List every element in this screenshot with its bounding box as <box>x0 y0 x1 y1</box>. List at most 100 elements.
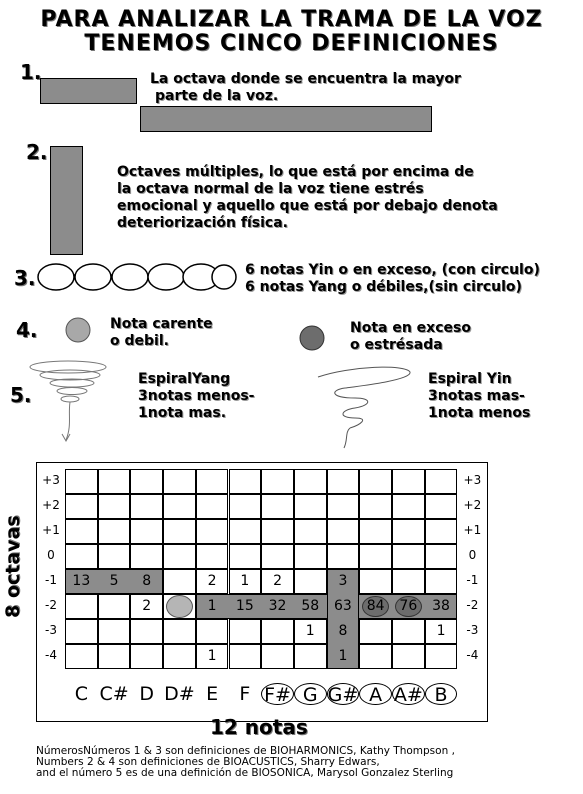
yin-spiral-text-line-2: 3notas mas- <box>428 388 525 404</box>
grid-cell <box>359 544 392 569</box>
weak-note-text-line-1: Nota carente <box>110 316 213 332</box>
grid-cell <box>392 644 425 669</box>
grid-cell <box>392 569 425 594</box>
yin-spiral-icon <box>317 366 411 449</box>
grid-cell <box>424 569 458 594</box>
grid-cell <box>97 469 131 494</box>
octave-label-right: +3 <box>463 473 482 487</box>
yang-spiral-text-line-1: EspiralYang <box>138 371 231 387</box>
grid-cell <box>65 619 98 644</box>
grid-cell <box>130 544 164 569</box>
cell-value: 1 <box>436 623 446 639</box>
definition-1-number: 1. <box>20 60 42 84</box>
cell-value: 1 <box>240 573 250 589</box>
octave-label-right: +1 <box>463 523 482 537</box>
grid-cell <box>228 494 262 519</box>
grid-cell <box>293 469 327 494</box>
cell-value: 1 <box>305 623 315 639</box>
note-label: E <box>206 683 219 705</box>
grid-cell <box>392 469 425 494</box>
note-label: A <box>359 683 392 706</box>
weak-note-circle-icon <box>166 595 193 618</box>
grid-cell <box>130 519 164 544</box>
yang-spiral-icon <box>29 360 107 443</box>
shaded-note-column <box>326 569 360 669</box>
cell-value: 13 <box>72 573 91 589</box>
grid-cell <box>424 519 458 544</box>
octave-label-left: -2 <box>45 598 57 612</box>
note-label: D <box>139 683 155 705</box>
definition-1-text-line-1: La octava donde se encuentra la mayor <box>150 71 461 87</box>
cell-value: 5 <box>109 573 119 589</box>
octave-label-left: +1 <box>42 523 60 537</box>
grid-cell <box>359 619 392 644</box>
note-label: A# <box>392 683 425 706</box>
cell-value: 1 <box>207 598 217 614</box>
octave-label-left: 0 <box>47 548 55 562</box>
grid-cell <box>65 469 98 494</box>
grid-cell <box>392 494 425 519</box>
grid-cell <box>97 619 131 644</box>
page-title-line-2: TENEMOS CINCO DEFINICIONES <box>84 31 499 56</box>
definition-2-number: 2. <box>26 140 48 164</box>
cell-value: 58 <box>301 598 320 614</box>
cell-value: 63 <box>334 598 352 614</box>
note-label: C <box>74 683 88 705</box>
note-label: D# <box>164 683 195 705</box>
grid-cell <box>293 644 327 669</box>
grid-cell <box>195 644 229 669</box>
grid-cell <box>326 544 360 569</box>
grid-cell <box>163 519 196 544</box>
cell-value: 32 <box>268 598 287 614</box>
grid-cell <box>424 644 458 669</box>
grid-cell <box>130 644 164 669</box>
octave-label-left: -3 <box>45 623 57 637</box>
grid-cell <box>261 494 294 519</box>
grid-cell <box>65 544 98 569</box>
cell-value: 2 <box>142 598 152 614</box>
grid-cell <box>359 644 392 669</box>
grid-cell <box>392 544 425 569</box>
octave-label-left: +3 <box>42 473 60 487</box>
octave-label-left: -1 <box>45 573 57 587</box>
weak-note-text-line-2: o debil. <box>110 333 169 349</box>
definition-4-number: 4. <box>16 318 38 342</box>
footer-line-3: and el número 5 es de una definición de … <box>36 767 454 779</box>
grid-cell <box>163 494 196 519</box>
cell-value: 2 <box>273 573 282 589</box>
y-axis-title: 8 octavas <box>2 515 24 618</box>
grid-cell <box>326 519 360 544</box>
cell-value: 38 <box>432 598 450 614</box>
octave-label-right: -3 <box>466 623 479 637</box>
six-ovals-row <box>37 263 237 291</box>
grid-cell <box>293 569 327 594</box>
grid-cell <box>293 544 327 569</box>
grid-cell <box>195 469 229 494</box>
excess-note-circle-icon <box>299 325 325 351</box>
grid-cell <box>424 544 458 569</box>
grid-cell <box>195 619 229 644</box>
grid-cell <box>326 494 360 519</box>
grid-cell <box>293 519 327 544</box>
octave-label-right: 0 <box>468 548 477 562</box>
excess-note-circle-icon <box>362 596 389 617</box>
note-label: G <box>293 683 327 706</box>
note-label: B <box>424 683 458 706</box>
grid-cell <box>163 544 196 569</box>
wide-octave-bar <box>140 106 432 132</box>
grid-cell <box>163 469 196 494</box>
page-title-line-1: PARA ANALIZAR LA TRAMA DE LA VOZ <box>40 7 543 32</box>
grid-cell <box>228 644 262 669</box>
grid-cell <box>424 469 458 494</box>
note-label: C# <box>99 683 129 705</box>
grid-cell <box>359 569 392 594</box>
grid-cell <box>195 519 229 544</box>
excess-note-circle-icon <box>395 596 422 617</box>
grid-cell <box>163 619 196 644</box>
weak-note-circle-icon <box>65 317 91 343</box>
grid-cell <box>392 519 425 544</box>
cell-value: 3 <box>338 573 348 589</box>
octave-label-left: -4 <box>45 648 57 662</box>
footer-line-2: Numbers 2 & 4 son definiciones de BIOACU… <box>36 756 380 768</box>
